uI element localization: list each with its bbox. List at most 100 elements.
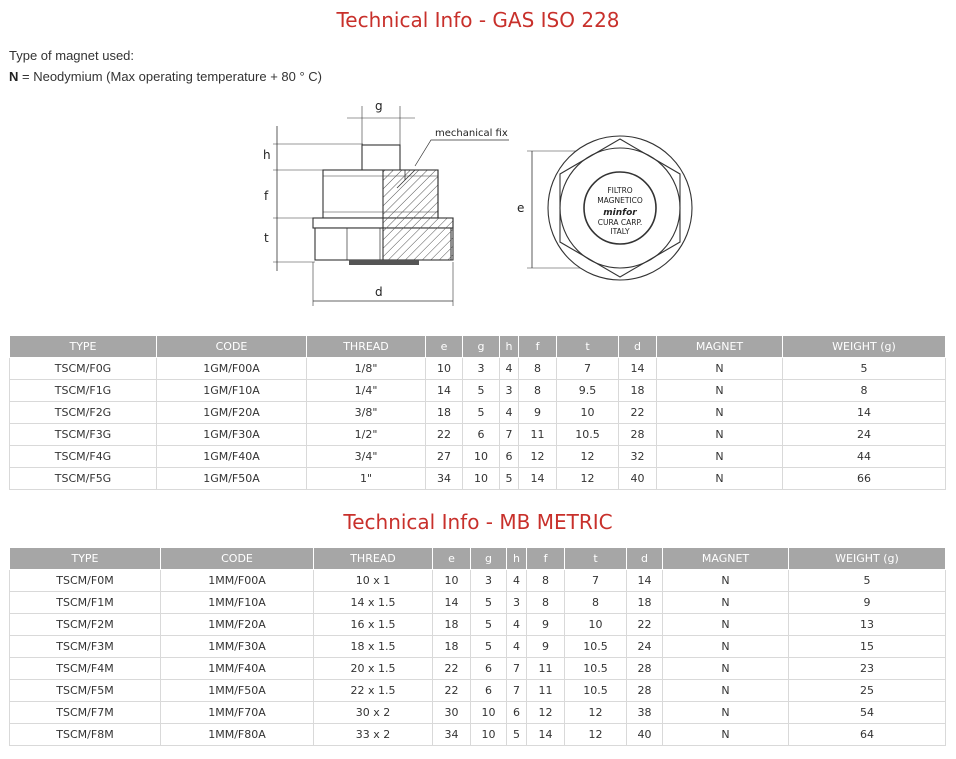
table-cell: 1MM/F00A — [160, 569, 314, 592]
table-cell: 28 — [626, 679, 663, 702]
table-cell: 1MM/F80A — [160, 723, 314, 746]
table-cell: 3/8" — [306, 401, 426, 424]
table-cell: 10 — [470, 723, 507, 746]
table-cell: 8 — [518, 357, 557, 380]
table-cell: 5 — [499, 467, 519, 490]
table-cell: 12 — [564, 723, 627, 746]
table-cell: 34 — [425, 467, 463, 490]
table-cell: TSCM/F0G — [9, 357, 157, 380]
table-cell: 14 — [518, 467, 557, 490]
table-cell: N — [656, 445, 783, 468]
table-cell: N — [656, 357, 783, 380]
table-cell: 8 — [526, 591, 565, 614]
table-cell: 18 — [626, 591, 663, 614]
table-cell: 22 — [626, 613, 663, 636]
dim-label-h: h — [263, 148, 271, 162]
table-cell: 38 — [626, 701, 663, 724]
column-header: h — [506, 547, 527, 570]
column-header: WEIGHT (g) — [788, 547, 946, 570]
table-cell: 5 — [788, 569, 946, 592]
column-header: MAGNET — [656, 335, 783, 358]
table-cell: TSCM/F3G — [9, 423, 157, 446]
column-header: CODE — [156, 335, 307, 358]
svg-text:ITALY: ITALY — [610, 227, 630, 236]
table-cell: 14 — [626, 569, 663, 592]
table-cell: 1MM/F10A — [160, 591, 314, 614]
table-cell: 1GM/F30A — [156, 423, 307, 446]
table-cell: 12 — [526, 701, 565, 724]
table-cell: N — [662, 635, 789, 658]
column-header: THREAD — [306, 335, 426, 358]
table-cell: 13 — [788, 613, 946, 636]
table-cell: 5 — [462, 401, 500, 424]
column-header: WEIGHT (g) — [782, 335, 946, 358]
column-header: e — [425, 335, 463, 358]
table-cell: TSCM/F5M — [9, 679, 161, 702]
table-cell: 40 — [618, 467, 657, 490]
magnet-code: N — [9, 69, 19, 84]
table-cell: 20 x 1.5 — [313, 657, 433, 680]
table-cell: 15 — [788, 635, 946, 658]
table-cell: 9 — [526, 613, 565, 636]
table-cell: 4 — [499, 401, 519, 424]
table-cell: 10 — [462, 445, 500, 468]
table-cell: 44 — [782, 445, 946, 468]
column-header: d — [626, 547, 663, 570]
table-cell: 25 — [788, 679, 946, 702]
minfor-logo: FILTRO MAGNETICO minfor CURA CARP. ITALY — [597, 186, 643, 236]
table-cell: 3/4" — [306, 445, 426, 468]
table-cell: TSCM/F3M — [9, 635, 161, 658]
table-cell: 11 — [526, 657, 565, 680]
table-cell: N — [656, 401, 783, 424]
svg-text:CURA CARP.: CURA CARP. — [598, 218, 642, 227]
table-cell: 1MM/F50A — [160, 679, 314, 702]
table-cell: 1/4" — [306, 379, 426, 402]
table-cell: TSCM/F2M — [9, 613, 161, 636]
table-cell: 10.5 — [564, 635, 627, 658]
table-cell: 24 — [626, 635, 663, 658]
table-cell: 14 x 1.5 — [313, 591, 433, 614]
table-cell: TSCM/F4G — [9, 445, 157, 468]
table-cell: 10 — [462, 467, 500, 490]
table-cell: 3 — [470, 569, 507, 592]
table-cell: 6 — [462, 423, 500, 446]
magnet-code-meaning: = Neodymium (Max operating temperature +… — [18, 69, 322, 84]
column-header: d — [618, 335, 657, 358]
table-cell: 8 — [782, 379, 946, 402]
table-cell: 6 — [499, 445, 519, 468]
table-cell: 22 — [432, 657, 471, 680]
table-cell: 23 — [788, 657, 946, 680]
table-cell: 7 — [564, 569, 627, 592]
table-cell: 9.5 — [556, 379, 619, 402]
table-cell: 30 — [432, 701, 471, 724]
mechanical-fix-label: mechanical fix — [435, 128, 508, 139]
table-cell: 1MM/F40A — [160, 657, 314, 680]
table-cell: 34 — [432, 723, 471, 746]
table-cell: 1MM/F30A — [160, 635, 314, 658]
table-cell: 10.5 — [564, 679, 627, 702]
table-cell: 9 — [518, 401, 557, 424]
table-cell: 14 — [425, 379, 463, 402]
table-cell: 1GM/F40A — [156, 445, 307, 468]
table-cell: N — [662, 569, 789, 592]
table-cell: 3 — [462, 357, 500, 380]
table-cell: 32 — [618, 445, 657, 468]
table-cell: 10.5 — [564, 657, 627, 680]
column-header: CODE — [160, 547, 314, 570]
table-cell: N — [662, 679, 789, 702]
table-cell: 10.5 — [556, 423, 619, 446]
magnet-description: N = Neodymium (Max operating temperature… — [9, 69, 322, 84]
dim-label-d: d — [375, 285, 383, 299]
table-cell: 64 — [788, 723, 946, 746]
